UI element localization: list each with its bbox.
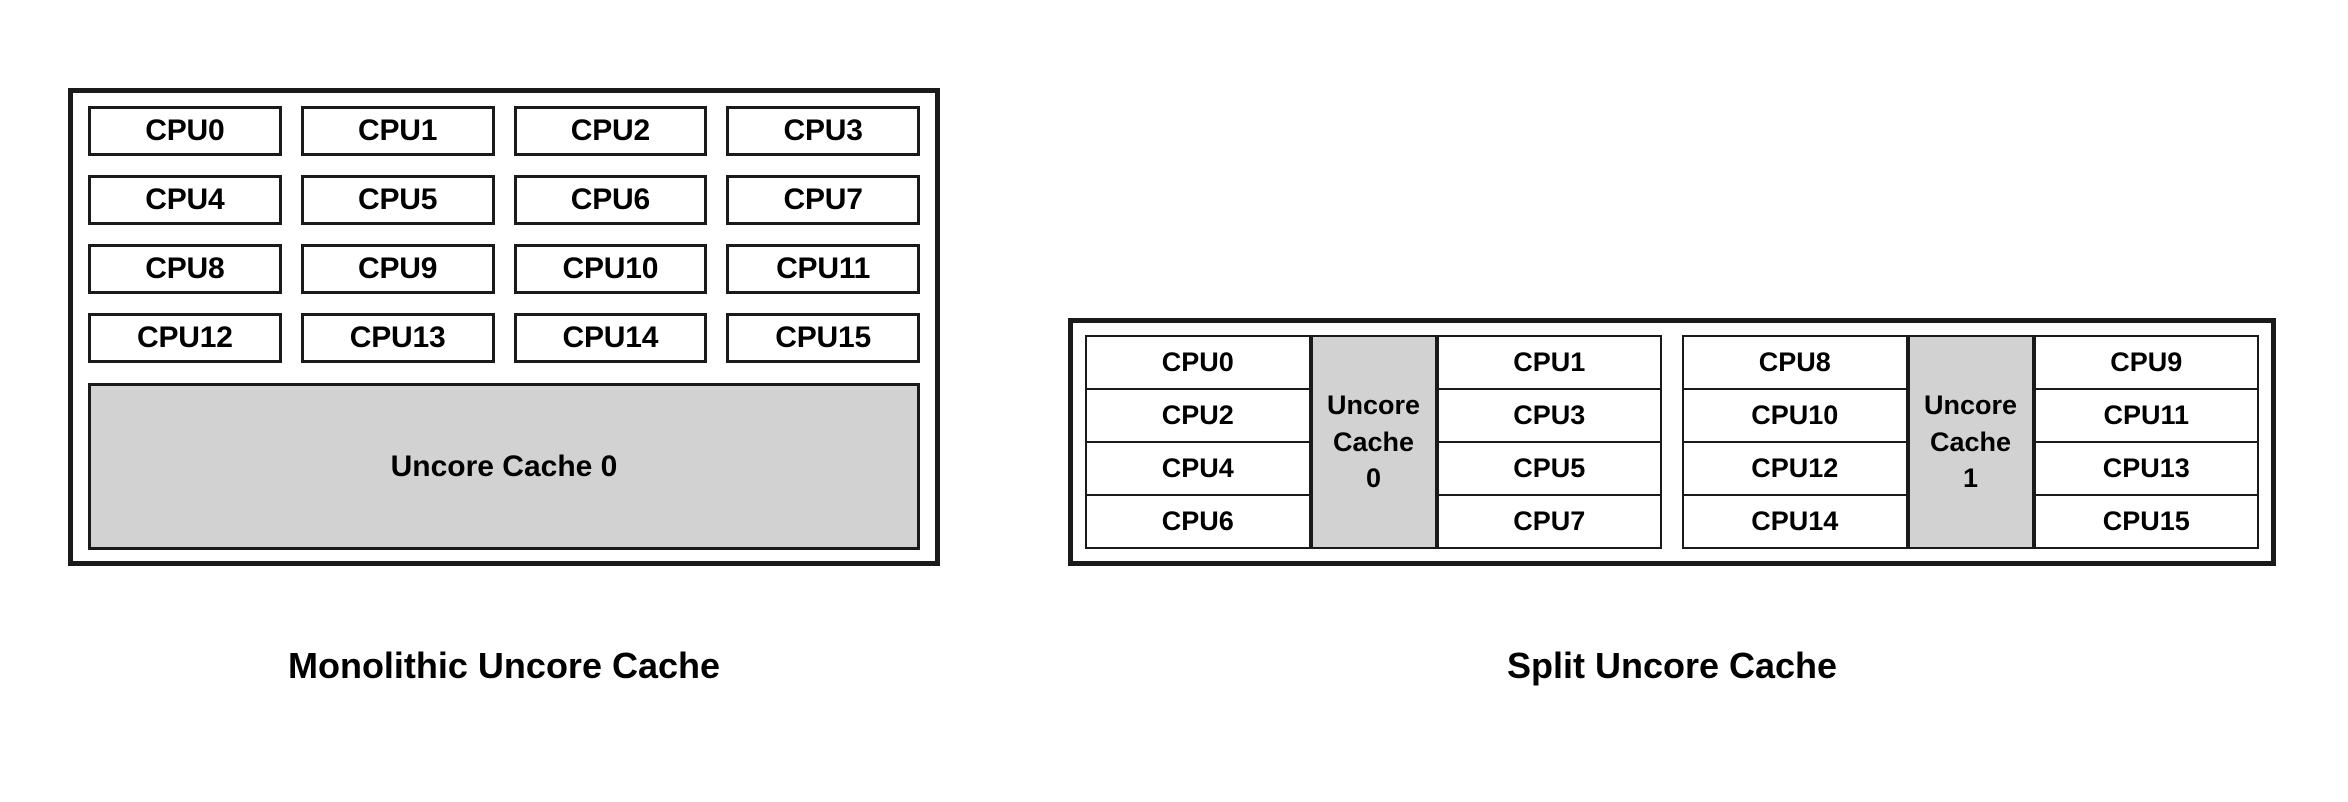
uncore-cache-0-line2: Cache bbox=[1332, 426, 1415, 457]
cpu-box-7: CPU7 bbox=[1436, 494, 1662, 549]
cpu-box-10: CPU10 bbox=[1682, 388, 1908, 443]
cpu-box-14: CPU14 bbox=[513, 313, 708, 363]
cpu-box-6: CPU6 bbox=[513, 175, 708, 225]
uncore-cache-0-line3: 0 bbox=[1365, 463, 1382, 494]
cpu-box-9: CPU9 bbox=[2033, 335, 2259, 390]
split-cluster-0-left-column: CPU0 CPU2 CPU4 CPU6 bbox=[1085, 335, 1311, 549]
split-cluster-1-right-column: CPU9 CPU11 CPU13 CPU15 bbox=[2033, 335, 2259, 549]
cpu-box-5: CPU5 bbox=[300, 175, 495, 225]
cpu-box-1: CPU1 bbox=[1436, 335, 1662, 390]
uncore-cache-1-block: Uncore Cache 1 bbox=[1907, 335, 2034, 549]
cpu-box-8: CPU8 bbox=[88, 244, 282, 294]
uncore-cache-1-line3: 1 bbox=[1962, 463, 1979, 494]
cpu-box-12: CPU12 bbox=[88, 313, 282, 363]
cpu-box-15: CPU15 bbox=[2033, 494, 2259, 549]
cpu-box-14: CPU14 bbox=[1682, 494, 1908, 549]
cpu-box-6: CPU6 bbox=[1085, 494, 1311, 549]
cpu-box-11: CPU11 bbox=[2033, 388, 2259, 443]
uncore-cache-1-line1: Uncore bbox=[1923, 390, 2018, 421]
cpu-box-12: CPU12 bbox=[1682, 441, 1908, 496]
cpu-box-4: CPU4 bbox=[88, 175, 282, 225]
split-cluster-1: CPU8 CPU10 CPU12 CPU14 Uncore Cache 1 CP… bbox=[1682, 335, 2259, 549]
cpu-box-2: CPU2 bbox=[1085, 388, 1311, 443]
split-cluster-0-right-column: CPU1 CPU3 CPU5 CPU7 bbox=[1436, 335, 1662, 549]
cpu-box-5: CPU5 bbox=[1436, 441, 1662, 496]
cpu-box-15: CPU15 bbox=[726, 313, 920, 363]
split-uncore-cache-diagram: CPU0 CPU2 CPU4 CPU6 Uncore Cache 0 CPU1 … bbox=[1068, 318, 2276, 566]
split-caption: Split Uncore Cache bbox=[1506, 645, 1838, 686]
cpu-box-10: CPU10 bbox=[513, 244, 708, 294]
cpu-box-8: CPU8 bbox=[1682, 335, 1908, 390]
cpu-box-4: CPU4 bbox=[1085, 441, 1311, 496]
split-cluster-container: CPU0 CPU2 CPU4 CPU6 Uncore Cache 0 CPU1 … bbox=[1085, 335, 2259, 549]
cpu-box-11: CPU11 bbox=[726, 244, 920, 294]
monolithic-uncore-cache-block: Uncore Cache 0 bbox=[88, 383, 920, 550]
cpu-box-3: CPU3 bbox=[726, 106, 920, 156]
cpu-box-1: CPU1 bbox=[300, 106, 495, 156]
cpu-box-13: CPU13 bbox=[300, 313, 495, 363]
uncore-cache-0-line1: Uncore bbox=[1326, 390, 1421, 421]
split-cluster-0: CPU0 CPU2 CPU4 CPU6 Uncore Cache 0 CPU1 … bbox=[1085, 335, 1662, 549]
monolithic-uncore-cache-diagram: CPU0 CPU1 CPU2 CPU3 CPU4 CPU5 CPU6 CPU7 … bbox=[68, 88, 940, 566]
uncore-cache-0-block: Uncore Cache 0 bbox=[1310, 335, 1437, 549]
cpu-box-2: CPU2 bbox=[513, 106, 708, 156]
cpu-box-7: CPU7 bbox=[726, 175, 920, 225]
cpu-box-3: CPU3 bbox=[1436, 388, 1662, 443]
cpu-box-9: CPU9 bbox=[300, 244, 495, 294]
monolithic-caption: Monolithic Uncore Cache bbox=[287, 645, 721, 686]
cpu-box-0: CPU0 bbox=[1085, 335, 1311, 390]
cpu-box-0: CPU0 bbox=[88, 106, 282, 156]
uncore-cache-1-line2: Cache bbox=[1929, 426, 2012, 457]
monolithic-cpu-grid: CPU0 CPU1 CPU2 CPU3 CPU4 CPU5 CPU6 CPU7 … bbox=[88, 106, 920, 363]
split-cluster-1-left-column: CPU8 CPU10 CPU12 CPU14 bbox=[1682, 335, 1908, 549]
cpu-box-13: CPU13 bbox=[2033, 441, 2259, 496]
